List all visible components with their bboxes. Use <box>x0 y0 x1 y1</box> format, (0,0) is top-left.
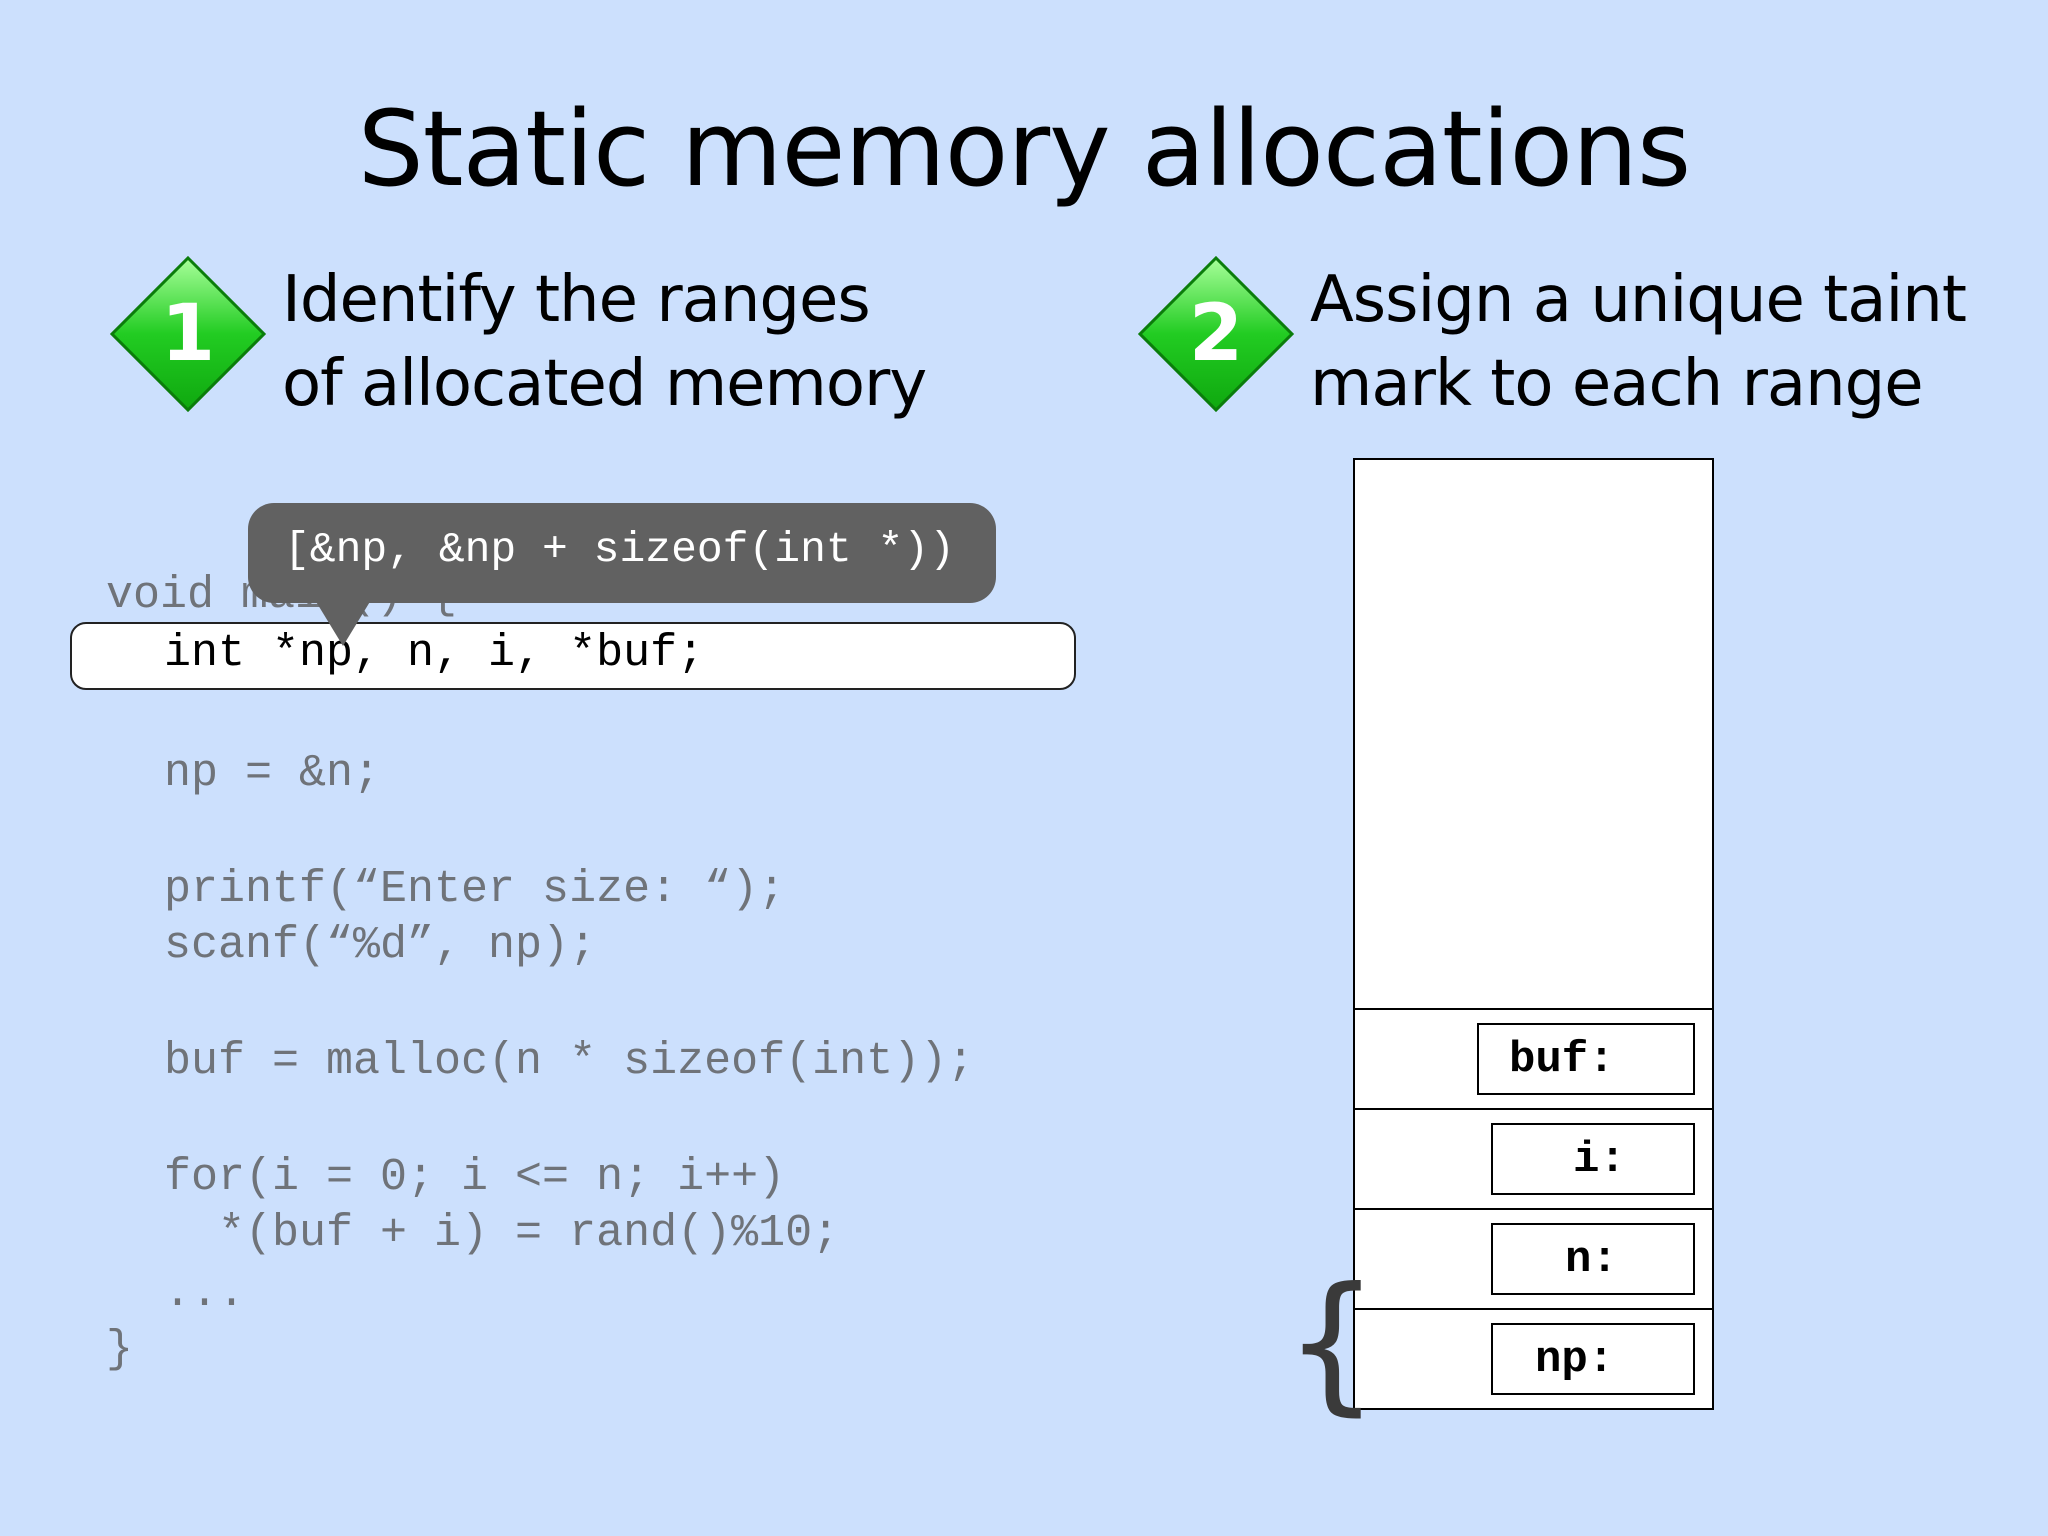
highlighted-code-line: int *np, n, i, *buf; <box>164 628 705 679</box>
step-2-heading: Assign a unique taint mark to each range <box>1310 258 1967 426</box>
memory-slot-buf: buf: <box>1477 1023 1695 1095</box>
tooltip-text: [&np, &np + sizeof(int *)) <box>284 525 955 574</box>
memory-divider <box>1355 1308 1712 1310</box>
memory-slot-i: i: <box>1491 1123 1695 1195</box>
code-line: np = &n; <box>164 748 381 799</box>
memory-slot-n: n: <box>1491 1223 1695 1295</box>
slide-title: Static memory allocations <box>357 88 1691 210</box>
memory-slot-label: np: <box>1535 1335 1615 1385</box>
range-tooltip: [&np, &np + sizeof(int *)) <box>248 503 996 603</box>
step-1-line-1: Identify the ranges <box>282 263 871 337</box>
green-diamond-2-icon: 2 <box>1138 256 1294 412</box>
step-1-line-2: of allocated memory <box>282 347 927 421</box>
step-2-number: 2 <box>1189 289 1243 379</box>
memory-divider <box>1355 1008 1712 1010</box>
step-1-number: 1 <box>161 289 215 379</box>
memory-divider <box>1355 1208 1712 1210</box>
memory-divider <box>1355 1108 1712 1110</box>
code-line: scanf(“%d”, np); <box>164 920 597 971</box>
step-2-line-2: mark to each range <box>1310 347 1924 421</box>
memory-stack: buf: i: n: np: <box>1353 458 1714 1410</box>
np-range-brace: { <box>1284 1256 1380 1430</box>
code-line: *(buf + i) = rand()%10; <box>164 1208 840 1259</box>
code-line: } <box>106 1324 134 1375</box>
highlighted-code-box <box>70 622 1076 690</box>
memory-slot-label: n: <box>1565 1235 1618 1285</box>
code-line: for(i = 0; i <= n; i++) <box>164 1152 786 1203</box>
code-line: printf(“Enter size: “); <box>164 864 786 915</box>
tooltip-pointer <box>315 600 371 646</box>
step-1-heading: Identify the ranges of allocated memory <box>282 258 927 426</box>
code-line: ... <box>164 1268 246 1319</box>
code-line: buf = malloc(n * sizeof(int)); <box>164 1036 975 1087</box>
green-diamond-1-icon: 1 <box>110 256 266 412</box>
memory-slot-label: i: <box>1573 1135 1626 1185</box>
step-2-line-1: Assign a unique taint <box>1310 263 1967 337</box>
memory-slot-np: np: <box>1491 1323 1695 1395</box>
memory-slot-label: buf: <box>1509 1035 1615 1085</box>
